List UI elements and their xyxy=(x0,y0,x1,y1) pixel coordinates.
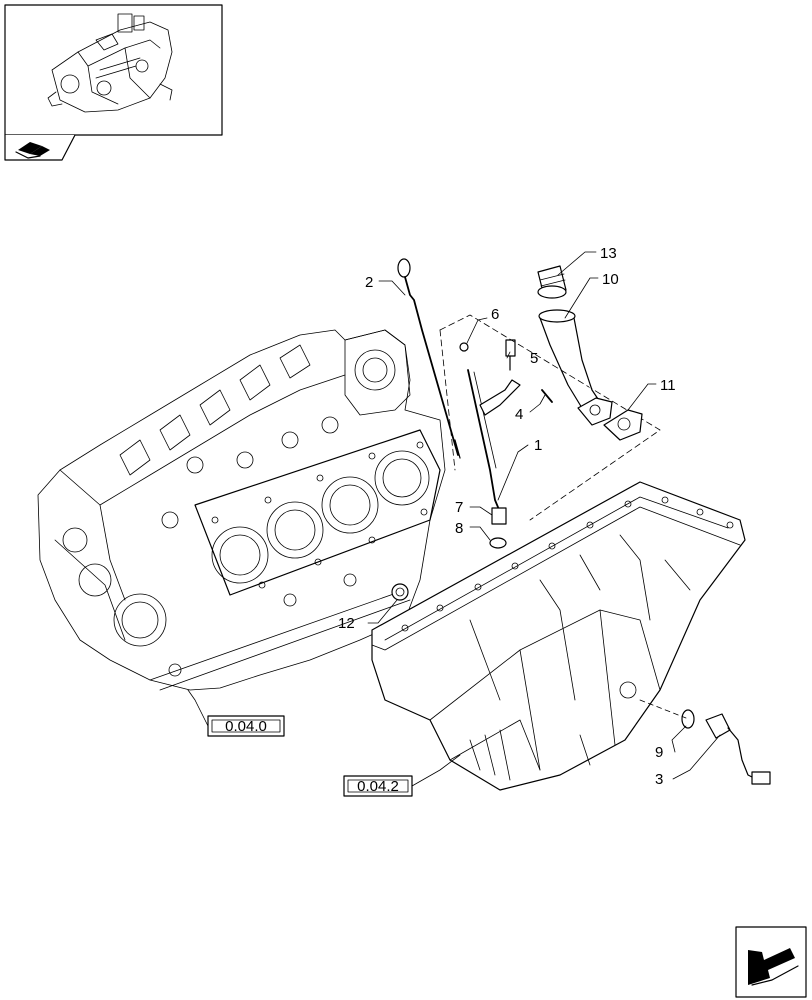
callout-1[interactable]: 1 xyxy=(534,437,542,454)
ref-engine-block-inner xyxy=(211,719,281,733)
callout-13[interactable]: 13 xyxy=(600,245,617,262)
book-arrow-icon[interactable] xyxy=(15,142,50,159)
dipstick-drawing xyxy=(397,258,661,549)
callout-5[interactable]: 5 xyxy=(530,350,538,367)
callout-8[interactable]: 8 xyxy=(455,520,463,537)
ref-oil-sump-frame xyxy=(343,775,413,797)
leader-lines xyxy=(187,251,721,787)
thumbnail-frame xyxy=(4,4,223,136)
ref-engine-block[interactable]: 0.04.0 xyxy=(207,715,285,737)
engine-thumbnail[interactable] xyxy=(4,4,223,161)
filler-neck-drawing xyxy=(537,265,643,441)
callout-12[interactable]: 12 xyxy=(338,615,355,632)
callout-labels: 2 1 6 5 4 7 8 13 10 11 12 9 3 xyxy=(338,245,676,788)
callout-3[interactable]: 3 xyxy=(655,771,663,788)
callout-2[interactable]: 2 xyxy=(365,274,373,291)
callout-4[interactable]: 4 xyxy=(515,406,523,423)
engine-block-drawing xyxy=(37,329,446,691)
ref-engine-block-frame xyxy=(207,715,285,737)
callout-10[interactable]: 10 xyxy=(602,271,619,288)
ref-oil-sump-inner xyxy=(347,779,409,793)
oil-sump-drawing xyxy=(371,481,746,791)
callout-7[interactable]: 7 xyxy=(455,499,463,516)
page-next-arrow-icon[interactable] xyxy=(735,926,807,998)
engine-thumbnail-icon xyxy=(47,13,173,113)
callout-6[interactable]: 6 xyxy=(491,306,499,323)
ref-engine-block-label: 0.04.0 xyxy=(225,718,267,735)
callout-9[interactable]: 9 xyxy=(655,744,663,761)
ref-oil-sump[interactable]: 0.04.2 xyxy=(343,775,413,797)
sensor-drawing xyxy=(391,583,771,785)
ref-oil-sump-label: 0.04.2 xyxy=(357,778,399,795)
callout-11[interactable]: 11 xyxy=(660,377,676,394)
